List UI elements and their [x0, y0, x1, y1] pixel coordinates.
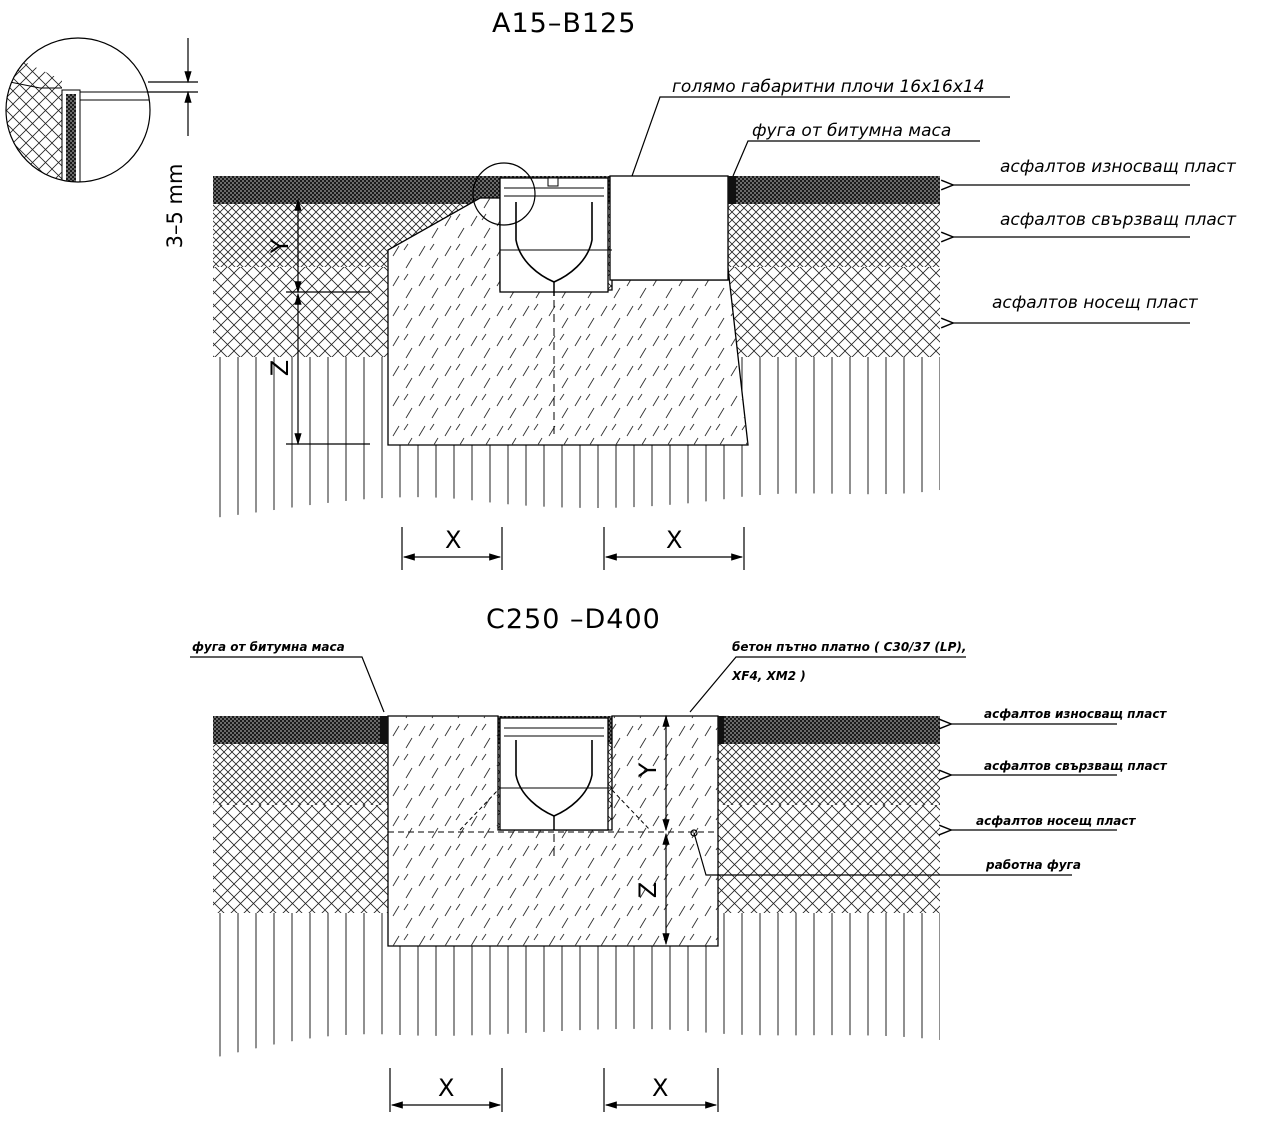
section-b-label-concrete-line1: бетон пътно платно ( C30/37 (LP), [732, 640, 966, 654]
section-a-label-wearing-layer: асфалтов износващ пласт [1000, 157, 1237, 177]
section-a-detail-inset: 3–5 mm [5, 37, 198, 249]
section-b-bitumen-joint-left [380, 716, 388, 744]
section-a-bitumen-joint [728, 176, 736, 204]
section-b-dim-z: Z [634, 882, 662, 898]
section-b-label-concrete-line2: XF4, XM2 ) [731, 669, 806, 683]
section-b-label-binder-layer: асфалтов свързващ пласт [984, 759, 1168, 773]
section-b-title: C250 –D400 [486, 604, 661, 635]
section-a-label-large-slabs: голямо габаритни плочи 16х16х14 [672, 77, 985, 97]
section-b-dim-x-right: X [652, 1074, 668, 1102]
section-a-dimensions [286, 198, 745, 570]
section-b-bitumen-joint-right [718, 716, 724, 744]
section-a-title: A15–B125 [492, 8, 636, 39]
section-b-label-bitumen-joint: фуга от битумна маса [192, 640, 345, 654]
section-b-dim-x-left: X [438, 1074, 454, 1102]
section-b-label-base-layer: асфалтов носещ пласт [976, 814, 1136, 828]
section-b-label-wearing-layer: асфалтов износващ пласт [984, 707, 1167, 721]
section-b-dimensions [389, 714, 719, 1112]
section-b-dim-y: Y [634, 762, 662, 778]
section-a-drainage-channel [499, 177, 612, 440]
section-b-drainage-channel [499, 717, 612, 862]
section-a-dim-x-left: X [445, 526, 461, 554]
section-a-dim-y: Y [266, 238, 294, 254]
section-a-dim-z: Z [266, 360, 294, 376]
section-a-detail-dim: 3–5 mm [163, 164, 187, 249]
section-a-large-slab [609, 175, 729, 281]
section-b-label-construction-joint: работна фуга [985, 858, 1081, 872]
section-a-label-base-layer: асфалтов носещ пласт [992, 293, 1199, 313]
section-a-detail-marker [472, 162, 536, 226]
section-a-label-binder-layer: асфалтов свързващ пласт [1000, 210, 1237, 230]
section-a-label-bitumen-joint: фуга от битумна маса [752, 121, 951, 141]
section-a-dim-x-right: X [666, 526, 682, 554]
